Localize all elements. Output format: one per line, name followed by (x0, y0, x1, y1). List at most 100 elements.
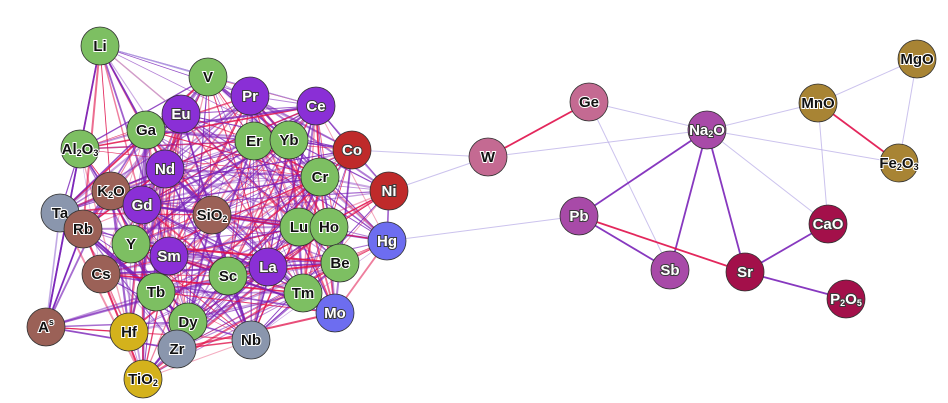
node-label: Na2O (689, 122, 725, 140)
node-Na2O[interactable]: Na2O (687, 110, 727, 150)
node-Hf[interactable]: Hf (109, 312, 149, 352)
node-Ho[interactable]: Ho (309, 207, 349, 247)
node-Ce[interactable]: Ce (296, 86, 336, 126)
node-label-sub: 2 (708, 129, 713, 139)
node-label: Pr (242, 88, 258, 105)
node-Pr[interactable]: Pr (230, 76, 270, 116)
edge-Pr-Lu (249, 95, 300, 228)
node-label: SiO2 (197, 207, 228, 225)
node-label-label: Sr (737, 264, 753, 281)
node-SiO2[interactable]: SiO2 (192, 195, 232, 235)
node-Eu[interactable]: Eu (161, 94, 201, 134)
node-Tm[interactable]: Tm (283, 273, 323, 313)
edge-Eu-Ho (180, 113, 330, 228)
node-Gd[interactable]: Gd (122, 185, 162, 225)
edge-Tm-Dy (187, 292, 304, 323)
node-Ge[interactable]: Ge (569, 82, 609, 122)
node-label: P2O5 (830, 291, 862, 309)
node-Sb[interactable]: Sb (650, 250, 690, 290)
node-Pb[interactable]: Pb (559, 196, 599, 236)
node-Rb[interactable]: Rb (63, 209, 103, 249)
node-circle (157, 329, 197, 369)
edge-Tm-Zr (176, 292, 304, 350)
node-circle (798, 83, 838, 123)
edge-Pb-Sr (578, 215, 746, 273)
edge-Na2O-Fe2O3 (706, 129, 900, 164)
edge-Rb-Lu (82, 225, 300, 231)
node-label-label: Tb (147, 284, 165, 301)
node-Al2O3[interactable]: Al2O3 (60, 129, 100, 169)
node-label: Nb (241, 332, 261, 349)
node-label: Eu (171, 106, 190, 123)
node-W[interactable]: W (468, 137, 508, 177)
node-Hg[interactable]: Hg (367, 221, 407, 261)
node-V[interactable]: V (188, 57, 228, 97)
node-circle (309, 207, 349, 247)
node-circle (149, 236, 189, 276)
node-label-label: CaO (813, 216, 844, 233)
edge-Co-K2O (110, 149, 353, 192)
node-P2O5[interactable]: P2O5 (826, 279, 866, 319)
node-label-label: V (203, 69, 213, 86)
edge-Ni-SiO2 (211, 190, 390, 216)
node-label: Li (93, 38, 106, 55)
node-Co[interactable]: Co (332, 130, 372, 170)
node-label-label: Lu (290, 219, 308, 236)
node-TiO2[interactable]: TiO2 (123, 359, 163, 399)
node-Li[interactable]: Li (80, 26, 120, 66)
node-Nb[interactable]: Nb (231, 320, 271, 360)
node-label-label: Sc (219, 268, 237, 285)
node-Yb[interactable]: Yb (269, 120, 309, 160)
node-circle (192, 195, 232, 235)
edge-Ga-Ta (59, 129, 147, 214)
node-As[interactable]: As (26, 307, 66, 347)
node-Cr[interactable]: Cr (300, 157, 340, 197)
node-Nd[interactable]: Nd (145, 149, 185, 189)
node-label: Lu (290, 219, 308, 236)
node-CaO[interactable]: CaO (808, 204, 848, 244)
node-label: Mo (324, 305, 346, 322)
node-Mo[interactable]: Mo (315, 293, 355, 333)
node-MgO[interactable]: MgO (897, 39, 937, 79)
node-label-sub2: 3 (93, 148, 98, 158)
node-label-label: MnO (801, 95, 835, 112)
node-label-tail: O (113, 183, 125, 200)
node-Y[interactable]: Y (111, 224, 151, 264)
node-Sr[interactable]: Sr (725, 252, 765, 292)
node-Tb[interactable]: Tb (136, 272, 176, 312)
node-label: Zr (170, 341, 185, 358)
node-Be[interactable]: Be (320, 243, 360, 283)
node-label: Co (342, 142, 362, 159)
node-label-label: Co (342, 142, 362, 159)
node-label-sub: 2 (108, 190, 113, 200)
node-label: Sc (219, 268, 237, 285)
node-Sm[interactable]: Sm (149, 236, 189, 276)
node-Cs[interactable]: Cs (81, 254, 121, 294)
node-La[interactable]: La (248, 247, 288, 287)
node-Ga[interactable]: Ga (126, 110, 166, 150)
node-Zr[interactable]: Zr (157, 329, 197, 369)
node-circle (126, 110, 166, 150)
node-Lu[interactable]: Lu (279, 207, 319, 247)
node-circle (208, 256, 248, 296)
node-MnO[interactable]: MnO (798, 83, 838, 123)
edge-Gd-Hf (128, 204, 143, 333)
node-circle (897, 39, 937, 79)
node-Sc[interactable]: Sc (208, 256, 248, 296)
edge-As-Nb (45, 326, 252, 341)
node-label: Ta (52, 205, 69, 222)
node-circle (122, 185, 162, 225)
node-circle (725, 252, 765, 292)
node-Fe2O3[interactable]: Fe2O3 (878, 143, 920, 183)
node-label-label: Na (689, 122, 709, 139)
node-label-label: SiO (197, 207, 223, 224)
edge-Nd-Cr (164, 168, 321, 178)
node-circle (81, 254, 121, 294)
edge-Ni-Gd (141, 190, 390, 206)
node-K2O[interactable]: K2O (91, 171, 131, 211)
node-circle (315, 293, 355, 333)
node-Ni[interactable]: Ni (369, 171, 409, 211)
node-Er[interactable]: Er (234, 121, 274, 161)
node-circle (808, 204, 848, 244)
